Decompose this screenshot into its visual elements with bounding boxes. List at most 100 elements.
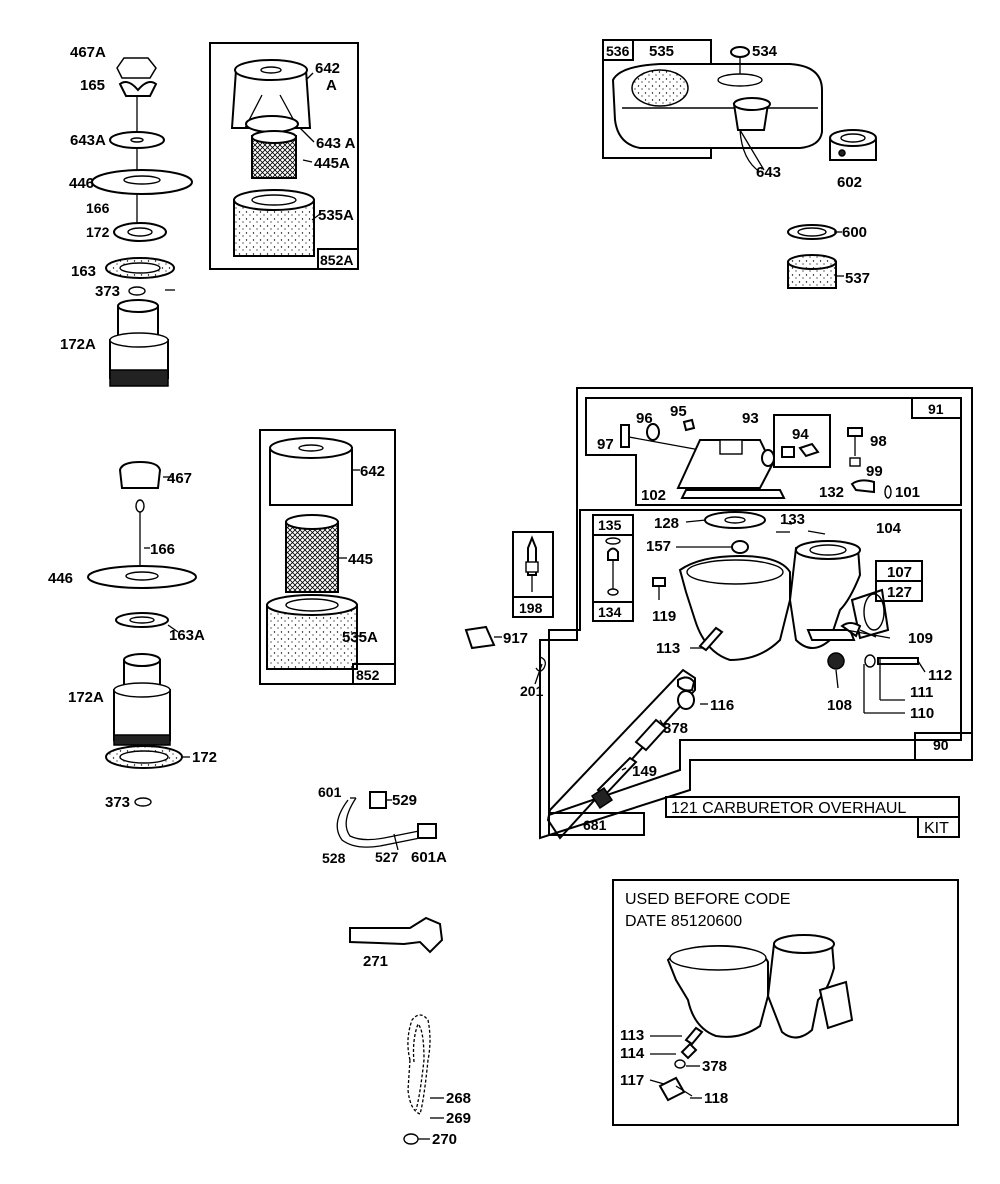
label-535a: 535A xyxy=(318,207,354,224)
label-534: 534 xyxy=(752,43,778,60)
label-163a: 163A xyxy=(169,627,205,644)
label-121-kit-2: KIT xyxy=(924,820,949,837)
air-cleaner-stack-a xyxy=(91,57,193,387)
needle-valve-box-198 xyxy=(512,531,554,618)
label-172: 172 xyxy=(86,224,110,240)
carburetor-assembly xyxy=(539,387,973,840)
bracket-271 xyxy=(349,916,444,954)
label-198: 198 xyxy=(519,600,543,616)
label-446-b: 446 xyxy=(48,570,73,587)
label-165: 165 xyxy=(80,77,105,94)
legacy-carburetor-box xyxy=(612,879,959,1126)
label-642a: 642 xyxy=(315,60,340,77)
label-104: 104 xyxy=(876,520,902,537)
label-271: 271 xyxy=(363,953,388,970)
leader-lines xyxy=(144,72,926,801)
governor-link-group xyxy=(403,1014,444,1145)
kit-121-box-2 xyxy=(917,816,960,838)
label-121-kit: 121 CARBURETOR OVERHAUL xyxy=(671,800,906,817)
label-109: 109 xyxy=(908,630,933,647)
label-445a: 445A xyxy=(314,155,350,172)
label-642a-suffix: A xyxy=(326,77,337,94)
label-643a: 643A xyxy=(70,132,106,149)
label-135: 135 xyxy=(598,517,622,533)
label-536: 536 xyxy=(606,43,630,59)
label-601: 601 xyxy=(318,784,342,800)
part-labels: 467 A 165 643A 446 166 172 163 373 172A 6… xyxy=(48,43,952,1148)
label-601a: 601A xyxy=(411,849,447,866)
label-527: 527 xyxy=(375,849,399,865)
kit-box-852a xyxy=(209,42,359,270)
label-134: 134 xyxy=(598,604,622,620)
label-681: 681 xyxy=(583,817,607,833)
label-91: 91 xyxy=(928,401,944,417)
label-113: 113 xyxy=(656,640,680,657)
air-cleaner-stack xyxy=(87,460,197,807)
label-149: 149 xyxy=(632,763,657,780)
label-269: 269 xyxy=(446,1110,471,1127)
label-373: 373 xyxy=(95,283,120,300)
label-535: 535 xyxy=(649,43,674,60)
label-90: 90 xyxy=(933,737,949,753)
label-127: 127 xyxy=(887,584,912,601)
label-852: 852 xyxy=(356,667,380,683)
label-166-b: 166 xyxy=(150,541,175,558)
label-113-b: 113 xyxy=(620,1027,644,1044)
kit-121-box xyxy=(665,796,960,818)
label-98: 98 xyxy=(870,433,887,450)
label-270: 270 xyxy=(432,1131,457,1148)
label-102: 102 xyxy=(641,487,666,504)
label-201: 201 xyxy=(520,683,544,699)
label-535a-b: 535A xyxy=(342,629,378,646)
label-378: 378 xyxy=(663,720,688,737)
note-used-before: USED BEFORE CODE xyxy=(625,891,790,908)
label-97: 97 xyxy=(597,436,614,453)
label-101: 101 xyxy=(895,484,920,501)
label-852a: 852A xyxy=(320,252,353,268)
box-127 xyxy=(875,580,923,602)
label-378-b: 378 xyxy=(702,1058,727,1075)
clip-917 xyxy=(464,625,496,650)
label-642: 642 xyxy=(360,463,385,480)
label-118: 118 xyxy=(704,1090,728,1107)
label-93: 93 xyxy=(742,410,759,427)
label-643a-box: 643 A xyxy=(316,135,356,152)
label-446: 446 xyxy=(69,175,94,192)
label-99: 99 xyxy=(866,463,883,480)
label-95: 95 xyxy=(670,403,687,420)
label-96: 96 xyxy=(636,410,653,427)
label-128: 128 xyxy=(654,515,679,532)
label-445: 445 xyxy=(348,551,373,568)
label-537: 537 xyxy=(845,270,870,287)
label-116: 116 xyxy=(710,697,734,714)
label-172-b: 172 xyxy=(192,749,217,766)
label-114: 114 xyxy=(620,1045,645,1062)
fuel-tank-group xyxy=(602,39,877,289)
label-112: 112 xyxy=(928,667,952,684)
label-166: 166 xyxy=(86,200,110,216)
label-132: 132 xyxy=(819,484,844,501)
spring-201 xyxy=(535,656,546,672)
label-163: 163 xyxy=(71,263,96,280)
label-117: 117 xyxy=(620,1072,644,1089)
label-643: 643 xyxy=(756,164,781,181)
label-172a-b: 172A xyxy=(68,689,104,706)
label-110: 110 xyxy=(910,705,934,722)
label-529: 529 xyxy=(392,792,417,809)
label-172a: 172A xyxy=(60,336,96,353)
kit-box-852 xyxy=(259,429,396,685)
label-268: 268 xyxy=(446,1090,471,1107)
fuel-line-group xyxy=(336,791,437,851)
label-111: 111 xyxy=(910,684,933,701)
label-107: 107 xyxy=(887,564,912,581)
label-917: 917 xyxy=(503,630,528,647)
label-94: 94 xyxy=(792,426,809,443)
label-157: 157 xyxy=(646,538,671,555)
label-373-b: 373 xyxy=(105,794,130,811)
label-602: 602 xyxy=(837,174,862,191)
label-133: 133 xyxy=(780,511,805,528)
label-108: 108 xyxy=(827,697,852,714)
label-600: 600 xyxy=(842,224,867,241)
label-467: 467 xyxy=(167,470,192,487)
